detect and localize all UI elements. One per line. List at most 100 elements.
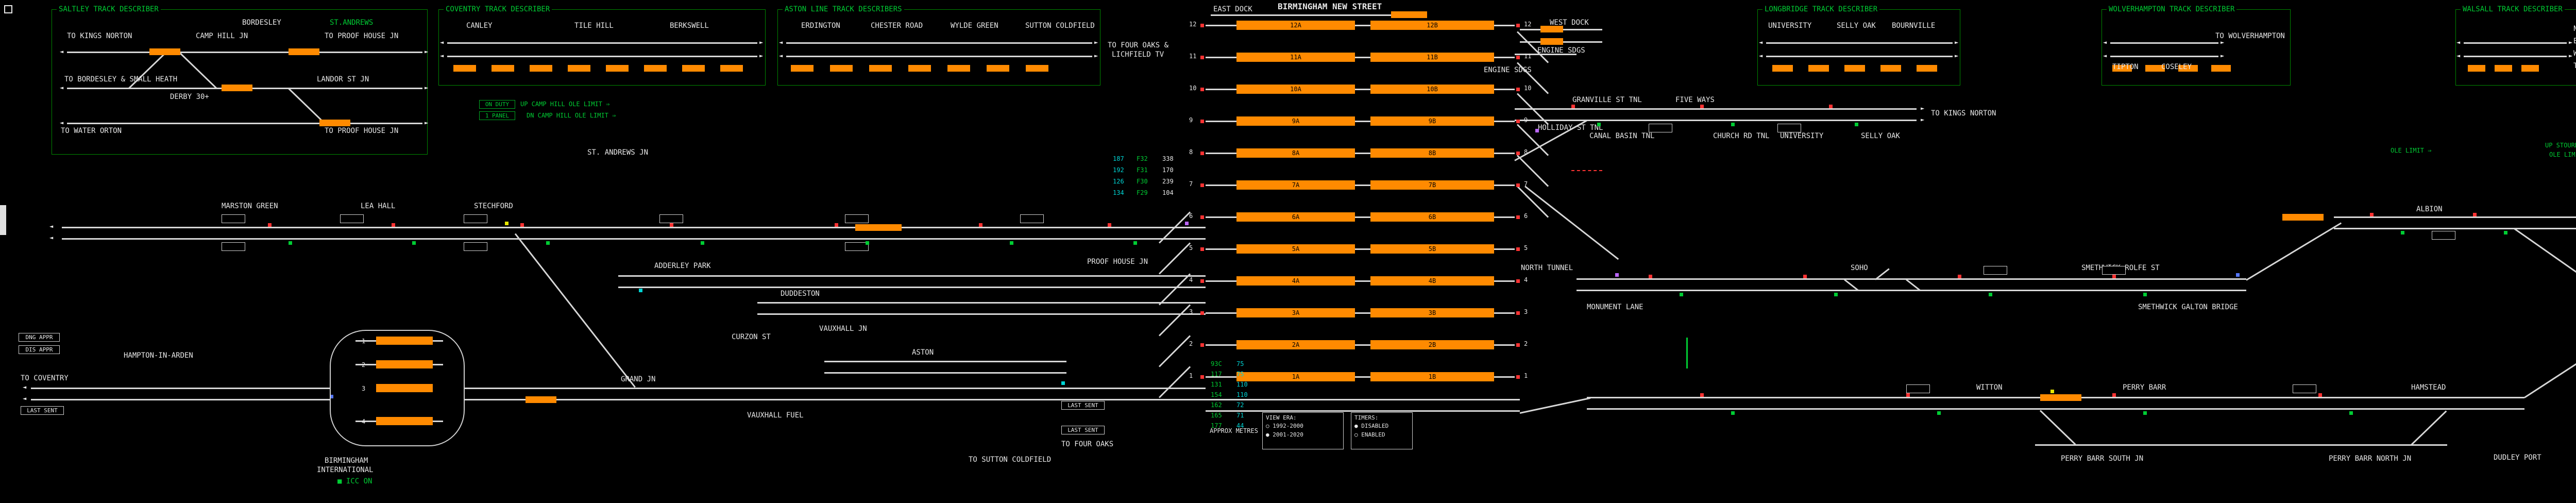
occupied-track-block[interactable] bbox=[720, 65, 743, 72]
platform-end-signal[interactable] bbox=[1516, 152, 1520, 155]
td-berth[interactable] bbox=[845, 214, 869, 223]
platform-block[interactable]: 9A bbox=[1236, 116, 1355, 126]
td-berth[interactable]: LAST SENT bbox=[1061, 401, 1105, 410]
occupied-track-block[interactable] bbox=[492, 65, 514, 72]
occupied-track-block[interactable] bbox=[568, 65, 590, 72]
td-berth[interactable] bbox=[845, 242, 869, 251]
platform-block[interactable]: 8B bbox=[1370, 148, 1494, 158]
signal-dot[interactable] bbox=[1680, 293, 1683, 296]
signal-dot[interactable] bbox=[1185, 222, 1189, 225]
occupied-track-block[interactable] bbox=[644, 65, 667, 72]
td-berth[interactable] bbox=[659, 214, 683, 223]
platform-block[interactable]: 3B bbox=[1370, 308, 1494, 317]
occupied-track-block[interactable] bbox=[319, 120, 350, 126]
signal-dot[interactable] bbox=[2401, 231, 2404, 234]
occupied-track-block[interactable] bbox=[606, 65, 629, 72]
occupied-track-block[interactable] bbox=[2521, 65, 2539, 72]
platform-block[interactable]: 2A bbox=[1236, 340, 1355, 349]
occupied-track-block[interactable] bbox=[222, 85, 252, 91]
occupied-track-block[interactable] bbox=[2178, 65, 2198, 72]
signal-dot[interactable] bbox=[1700, 105, 1704, 108]
platform-end-signal[interactable] bbox=[1516, 311, 1520, 315]
signal-dot[interactable] bbox=[1937, 411, 1941, 415]
platform-end-signal[interactable] bbox=[1200, 215, 1204, 219]
platform-block[interactable]: 6B bbox=[1370, 212, 1494, 222]
occupied-track-block[interactable] bbox=[2211, 65, 2231, 72]
platform-block[interactable]: 9B bbox=[1370, 116, 1494, 126]
signal-dot[interactable] bbox=[2473, 213, 2477, 216]
platform-end-signal[interactable] bbox=[1516, 120, 1520, 123]
occupied-track-block[interactable] bbox=[855, 224, 902, 231]
signal-dot[interactable] bbox=[1010, 241, 1013, 245]
occupied-track-block[interactable] bbox=[908, 65, 931, 72]
td-berth[interactable] bbox=[2102, 266, 2126, 275]
platform-end-signal[interactable] bbox=[1516, 88, 1520, 91]
occupied-track-block[interactable] bbox=[1808, 65, 1829, 72]
signal-dot[interactable] bbox=[1906, 393, 1910, 397]
signal-dot[interactable] bbox=[546, 241, 550, 245]
platform-block[interactable]: 7A bbox=[1236, 180, 1355, 190]
platform-end-signal[interactable] bbox=[1200, 311, 1204, 315]
td-berth[interactable]: ON DUTY bbox=[479, 100, 515, 109]
signal-dot[interactable] bbox=[1108, 223, 1111, 227]
signal-dot[interactable] bbox=[2143, 293, 2147, 296]
signal-dot[interactable] bbox=[2236, 273, 2240, 277]
signal-dot[interactable] bbox=[1989, 293, 1992, 296]
signal-dot[interactable] bbox=[670, 223, 673, 227]
td-berth[interactable] bbox=[340, 214, 364, 223]
signal-dot[interactable] bbox=[392, 223, 395, 227]
occupied-track-block[interactable] bbox=[2112, 65, 2132, 72]
signal-dot[interactable] bbox=[866, 241, 869, 245]
left-edge-tab[interactable] bbox=[0, 205, 6, 235]
signal-dot[interactable] bbox=[1855, 123, 1858, 126]
timers-option[interactable]: ● DISABLED bbox=[1354, 423, 1389, 429]
signal-dot[interactable] bbox=[2370, 213, 2374, 216]
platform-end-signal[interactable] bbox=[1516, 24, 1520, 27]
occupied-track-block[interactable] bbox=[376, 337, 433, 345]
platform-end-signal[interactable] bbox=[1200, 56, 1204, 59]
occupied-track-block[interactable] bbox=[1540, 38, 1563, 45]
occupied-track-block[interactable] bbox=[526, 396, 556, 403]
platform-block[interactable]: 12B bbox=[1370, 21, 1494, 30]
platform-end-signal[interactable] bbox=[1200, 152, 1204, 155]
occupied-track-block[interactable] bbox=[1844, 65, 1865, 72]
platform-block[interactable]: 5B bbox=[1370, 244, 1494, 254]
td-berth[interactable] bbox=[2293, 384, 2316, 393]
occupied-track-block[interactable] bbox=[1540, 26, 1563, 32]
occupied-track-block[interactable] bbox=[2495, 65, 2512, 72]
occupied-track-block[interactable] bbox=[530, 65, 552, 72]
timers-option[interactable]: ○ ENABLED bbox=[1354, 431, 1385, 438]
platform-block[interactable]: 11B bbox=[1370, 53, 1494, 62]
platform-end-signal[interactable] bbox=[1200, 279, 1204, 283]
td-berth[interactable] bbox=[464, 214, 487, 223]
signal-dot[interactable] bbox=[1829, 105, 1833, 108]
platform-end-signal[interactable] bbox=[1200, 183, 1204, 187]
signal-dot[interactable] bbox=[330, 395, 333, 398]
signal-dot[interactable] bbox=[520, 223, 524, 227]
signal-dot[interactable] bbox=[979, 223, 982, 227]
occupied-track-block[interactable] bbox=[2468, 65, 2485, 72]
signal-dot[interactable] bbox=[289, 241, 292, 245]
signal-dot[interactable] bbox=[2504, 231, 2507, 234]
platform-end-signal[interactable] bbox=[1516, 375, 1520, 379]
td-berth[interactable] bbox=[1777, 124, 1801, 132]
signal-dot[interactable] bbox=[1615, 273, 1619, 277]
td-berth[interactable]: LAST SENT bbox=[21, 406, 64, 415]
platform-block[interactable]: 8A bbox=[1236, 148, 1355, 158]
view-era-option[interactable]: ● 2001-2020 bbox=[1266, 431, 1303, 438]
occupied-track-block[interactable] bbox=[1026, 65, 1048, 72]
platform-end-signal[interactable] bbox=[1516, 279, 1520, 283]
signal-dot[interactable] bbox=[701, 241, 704, 245]
occupied-track-block[interactable] bbox=[2145, 65, 2165, 72]
platform-block[interactable]: 4B bbox=[1370, 276, 1494, 286]
occupied-track-block[interactable] bbox=[987, 65, 1009, 72]
occupied-track-block[interactable] bbox=[830, 65, 853, 72]
platform-end-signal[interactable] bbox=[1516, 343, 1520, 347]
occupied-track-block[interactable] bbox=[1880, 65, 1901, 72]
occupied-track-block[interactable] bbox=[376, 417, 433, 425]
td-berth[interactable]: DNG APPR bbox=[19, 333, 60, 342]
signal-dot[interactable] bbox=[2143, 411, 2147, 415]
td-berth[interactable] bbox=[2432, 231, 2455, 240]
signal-dot[interactable] bbox=[1731, 123, 1735, 126]
signal-dot[interactable] bbox=[639, 289, 642, 292]
